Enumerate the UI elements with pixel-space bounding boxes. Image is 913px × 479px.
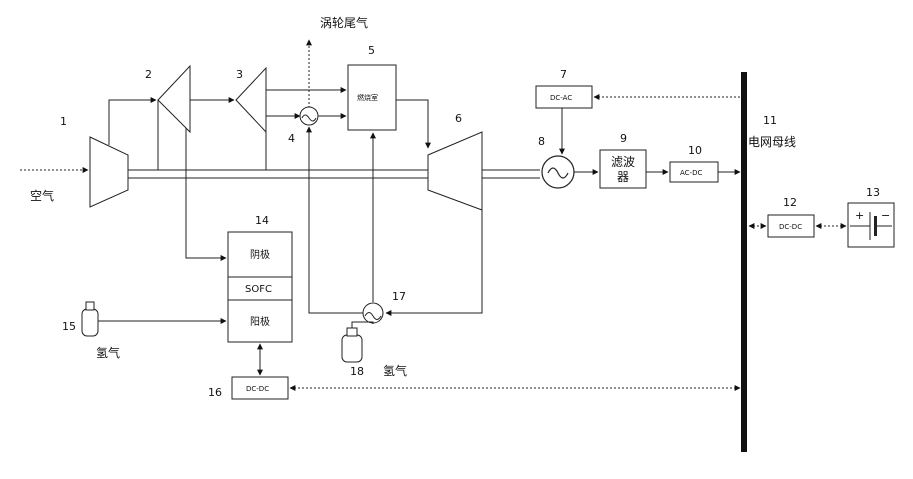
pipe-2-to-cathode [186, 128, 226, 258]
label-13: 13 [866, 186, 880, 199]
label-6: 6 [455, 112, 462, 125]
battery-minus: − [881, 209, 890, 222]
grid-bus-label: 电网母线 [748, 135, 796, 149]
label-9: 9 [620, 132, 627, 145]
dcdc-battery-label: DC-DC [779, 223, 802, 231]
label-14: 14 [255, 214, 269, 227]
cathode-label: 阴极 [250, 248, 270, 261]
combustor-label: 燃烧室 [357, 93, 378, 102]
label-2: 2 [145, 68, 152, 81]
hydrogen-tank-18 [342, 328, 362, 362]
label-8: 8 [538, 135, 545, 148]
grid-bus-11 [741, 72, 747, 452]
label-15: 15 [62, 320, 76, 333]
air-label: 空气 [30, 188, 54, 203]
label-10: 10 [688, 144, 702, 157]
label-4: 4 [288, 132, 295, 145]
pipe-combustor-to-turbine [396, 100, 428, 148]
heat-exchanger-4 [300, 107, 318, 125]
pipe-hx17-to-hx4 [309, 127, 364, 313]
label-16: 16 [208, 386, 222, 399]
dcac-label: DC-AC [550, 94, 572, 102]
label-7: 7 [560, 68, 567, 81]
label-3: 3 [236, 68, 243, 81]
filter-label-1: 滤波 [611, 155, 635, 169]
generator-8 [542, 156, 574, 188]
label-5: 5 [368, 44, 375, 57]
sofc-label: SOFC [245, 284, 272, 295]
hydrogen-bottom-label: 氢气 [383, 363, 407, 378]
compressor-2 [158, 66, 190, 132]
acdc-label: AC-DC [680, 169, 702, 177]
label-18: 18 [350, 365, 364, 378]
exhaust-label: 涡轮尾气 [320, 15, 368, 30]
compressor-1 [90, 137, 128, 207]
label-17: 17 [392, 290, 406, 303]
label-1: 1 [60, 115, 67, 128]
pipe-1-to-2 [109, 100, 156, 145]
label-12: 12 [783, 196, 797, 209]
hydrogen-left-label: 氢气 [96, 345, 120, 360]
turbine-6 [428, 132, 482, 210]
dcdc-sofc-label: DC-DC [246, 385, 269, 393]
heat-exchanger-17 [363, 303, 383, 323]
battery-plus: + [855, 209, 864, 222]
label-11: 11 [763, 114, 777, 127]
anode-label: 阳极 [250, 315, 270, 328]
hydrogen-tank-15 [82, 302, 98, 336]
filter-label-2: 器 [617, 170, 629, 184]
